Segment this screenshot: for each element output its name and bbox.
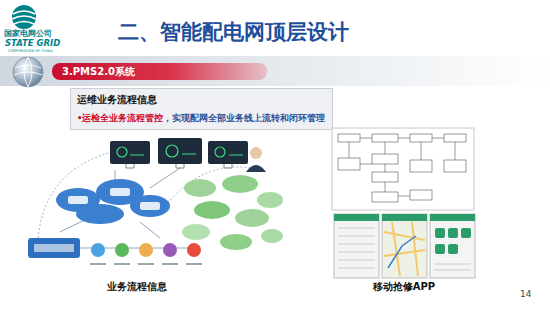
business-flow-illustration — [28, 138, 283, 264]
logo-text: 国家电网公司 — [4, 30, 52, 38]
mobile-app-screens — [334, 214, 475, 278]
info-box: 运维业务流程信息 •运检全业务流程管控，实现配网全部业务线上流转和闭环管理 — [70, 88, 333, 130]
page-number: 14 — [520, 290, 531, 300]
section-tag: 3.PMS2.0系统 — [52, 63, 267, 80]
process-flowchart-screenshot — [332, 128, 474, 210]
bullet-highlight: •运检全业务流程管控 — [77, 113, 163, 123]
section-label: 3.PMS2.0系统 — [62, 65, 257, 78]
bullet-line: •运检全业务流程管控，实现配网全部业务线上流转和闭环管理 — [77, 109, 326, 125]
box-heading: 运维业务流程信息 — [77, 92, 326, 107]
logo-text: CORPORATION OF CHINA — [8, 50, 53, 54]
globe-icon — [13, 57, 43, 87]
image-caption: 业务流程信息 — [107, 281, 167, 292]
image-caption: 移动抢修APP — [373, 281, 435, 292]
logo-text: STATE GRID — [5, 39, 60, 48]
slide-title: 二、智能配电网顶层设计 — [118, 18, 349, 46]
bullet-text: ，实现配网全部业务线上流转和闭环管理 — [163, 113, 325, 123]
logo-globe — [12, 5, 36, 29]
header-band — [0, 56, 550, 86]
